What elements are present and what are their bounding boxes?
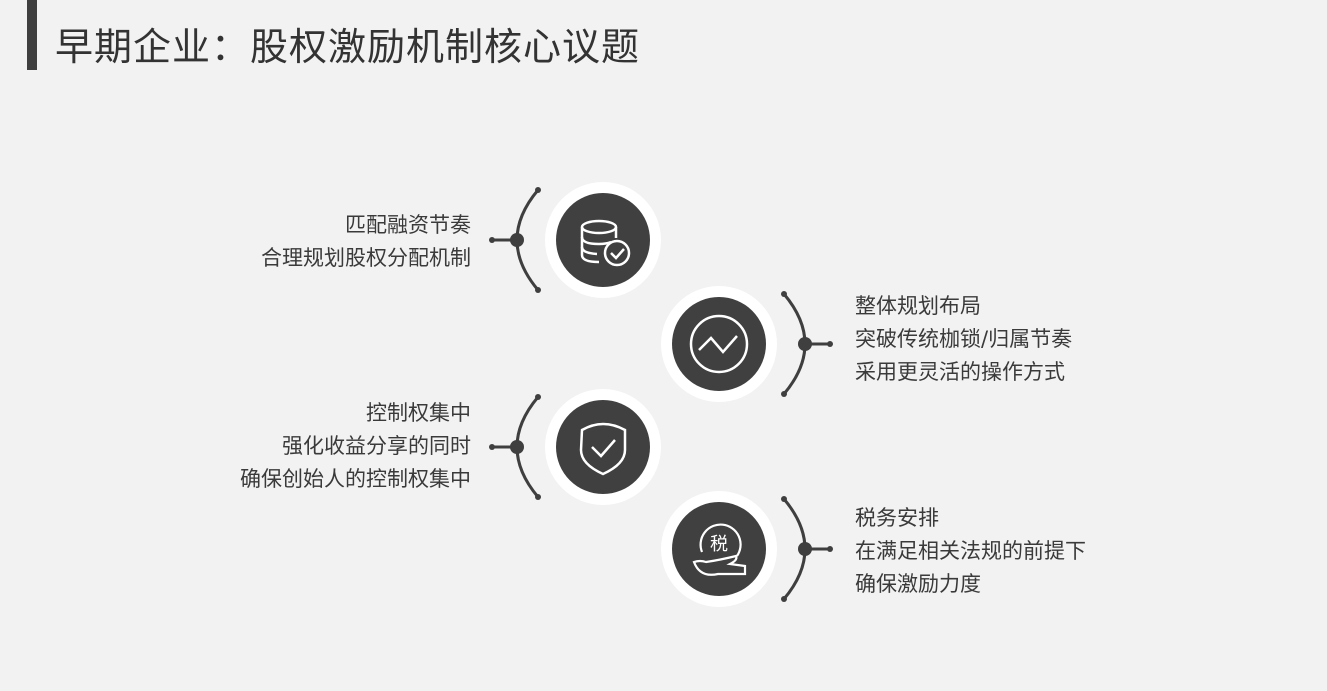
item-2-line: 采用更灵活的操作方式 (855, 360, 1065, 384)
item-2-heading: 整体规划布局 (855, 294, 981, 318)
item-4-text: 税务安排 在满足相关法规的前提下 确保激励力度 (855, 502, 1086, 601)
tax-character: 税 (710, 534, 728, 555)
item-3-heading: 控制权集中 (366, 401, 471, 425)
tax-hand-icon (692, 523, 747, 576)
item-1-heading: 匹配融资节奏 (345, 213, 471, 237)
item-4-heading: 税务安排 (855, 506, 939, 530)
item-2-line: 突破传统枷锁/归属节奏 (855, 327, 1073, 351)
item-3-text: 控制权集中 强化收益分享的同时 确保创始人的控制权集中 (240, 397, 471, 496)
node-2 (661, 286, 777, 402)
item-1-text: 匹配融资节奏 合理规划股权分配机制 (261, 209, 471, 275)
item-4-line: 确保激励力度 (855, 572, 981, 596)
trend-line-icon (689, 314, 749, 374)
shield-check-icon (579, 422, 627, 476)
item-1-line: 合理规划股权分配机制 (261, 246, 471, 270)
node-1 (545, 182, 661, 298)
node-3 (545, 389, 661, 505)
database-check-icon (580, 219, 631, 267)
title-accent-bar (27, 0, 37, 70)
item-3-line: 强化收益分享的同时 (282, 434, 471, 458)
item-2-text: 整体规划布局 突破传统枷锁/归属节奏 采用更灵活的操作方式 (855, 290, 1072, 389)
item-4-line: 在满足相关法规的前提下 (855, 539, 1086, 563)
node-4: 税 (661, 491, 777, 607)
item-3-line: 确保创始人的控制权集中 (240, 467, 471, 491)
page-title: 早期企业：股权激励机制核心议题 (55, 25, 641, 69)
